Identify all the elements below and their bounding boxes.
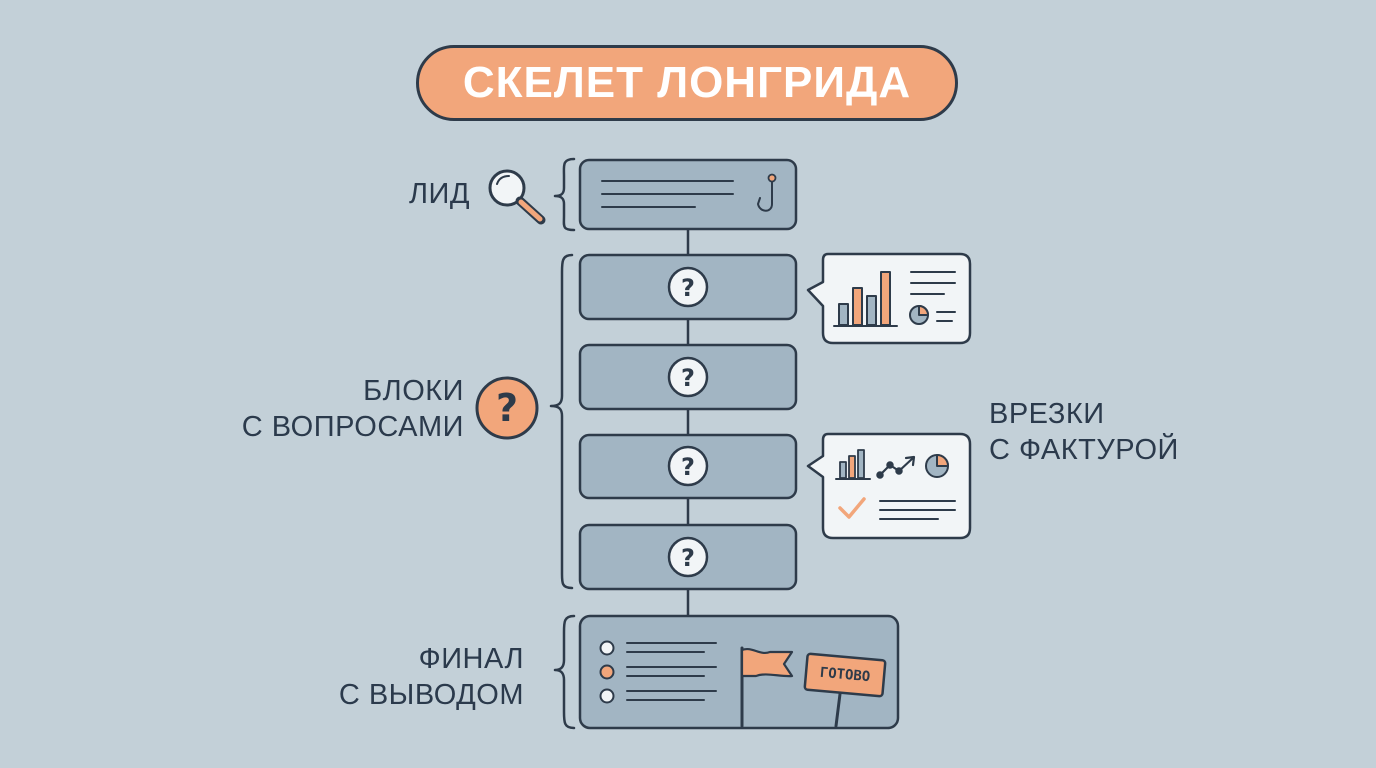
question-icon: [667, 445, 709, 487]
list-bullet: [599, 664, 615, 680]
checkmark-icon: [838, 497, 866, 519]
blocks-label-line2: С ВОПРОСАМИ: [241, 411, 464, 443]
blocks-brace: [549, 253, 574, 590]
title-banner: СКЕЛЕТ ЛОНГРИДА: [416, 45, 958, 121]
inserts-label-line1: ВРЕЗКИ: [989, 398, 1105, 430]
final-label: ФИНАЛ С ВЫВОДОМ: [339, 641, 524, 713]
inserts-label-line2: С ФАКТУРОЙ: [989, 434, 1179, 466]
insert-card-2: [806, 432, 972, 540]
bar-chart-icon: [835, 449, 871, 480]
flag-icon: [740, 646, 794, 728]
question-mark: ?: [681, 453, 695, 481]
done-sign-text: ГОТОВО: [819, 664, 871, 686]
line-trend-icon: [876, 455, 916, 479]
question-mark-large: ?: [496, 386, 518, 430]
sign-icon: [803, 652, 887, 728]
question-mark: ?: [681, 274, 695, 302]
list-bullet: [599, 688, 615, 704]
question-mark: ?: [681, 544, 695, 572]
diagram-title: СКЕЛЕТ ЛОНГРИДА: [462, 58, 912, 107]
question-icon: [667, 266, 709, 308]
lead-label: ЛИД: [409, 176, 470, 212]
question-icon: [475, 376, 539, 440]
lead-label-text: ЛИД: [408, 178, 470, 210]
question-mark: ?: [681, 364, 695, 392]
inserts-label: ВРЕЗКИ С ФАКТУРОЙ: [989, 396, 1179, 468]
hook-icon: [757, 173, 777, 212]
question-icon: [667, 356, 709, 398]
final-label-line1: ФИНАЛ: [418, 643, 524, 675]
blocks-label: БЛОКИ С ВОПРОСАМИ: [242, 373, 464, 445]
pie-chart-icon: [909, 305, 929, 325]
final-brace: [553, 614, 576, 730]
lead-brace: [553, 157, 576, 232]
magnifier-icon: [488, 169, 546, 225]
pie-chart-icon: [925, 454, 949, 478]
list-bullet: [599, 640, 615, 656]
question-icon: [667, 536, 709, 578]
final-label-line2: С ВЫВОДОМ: [338, 679, 524, 711]
bar-chart-icon: [833, 271, 898, 327]
blocks-label-line1: БЛОКИ: [363, 375, 464, 407]
